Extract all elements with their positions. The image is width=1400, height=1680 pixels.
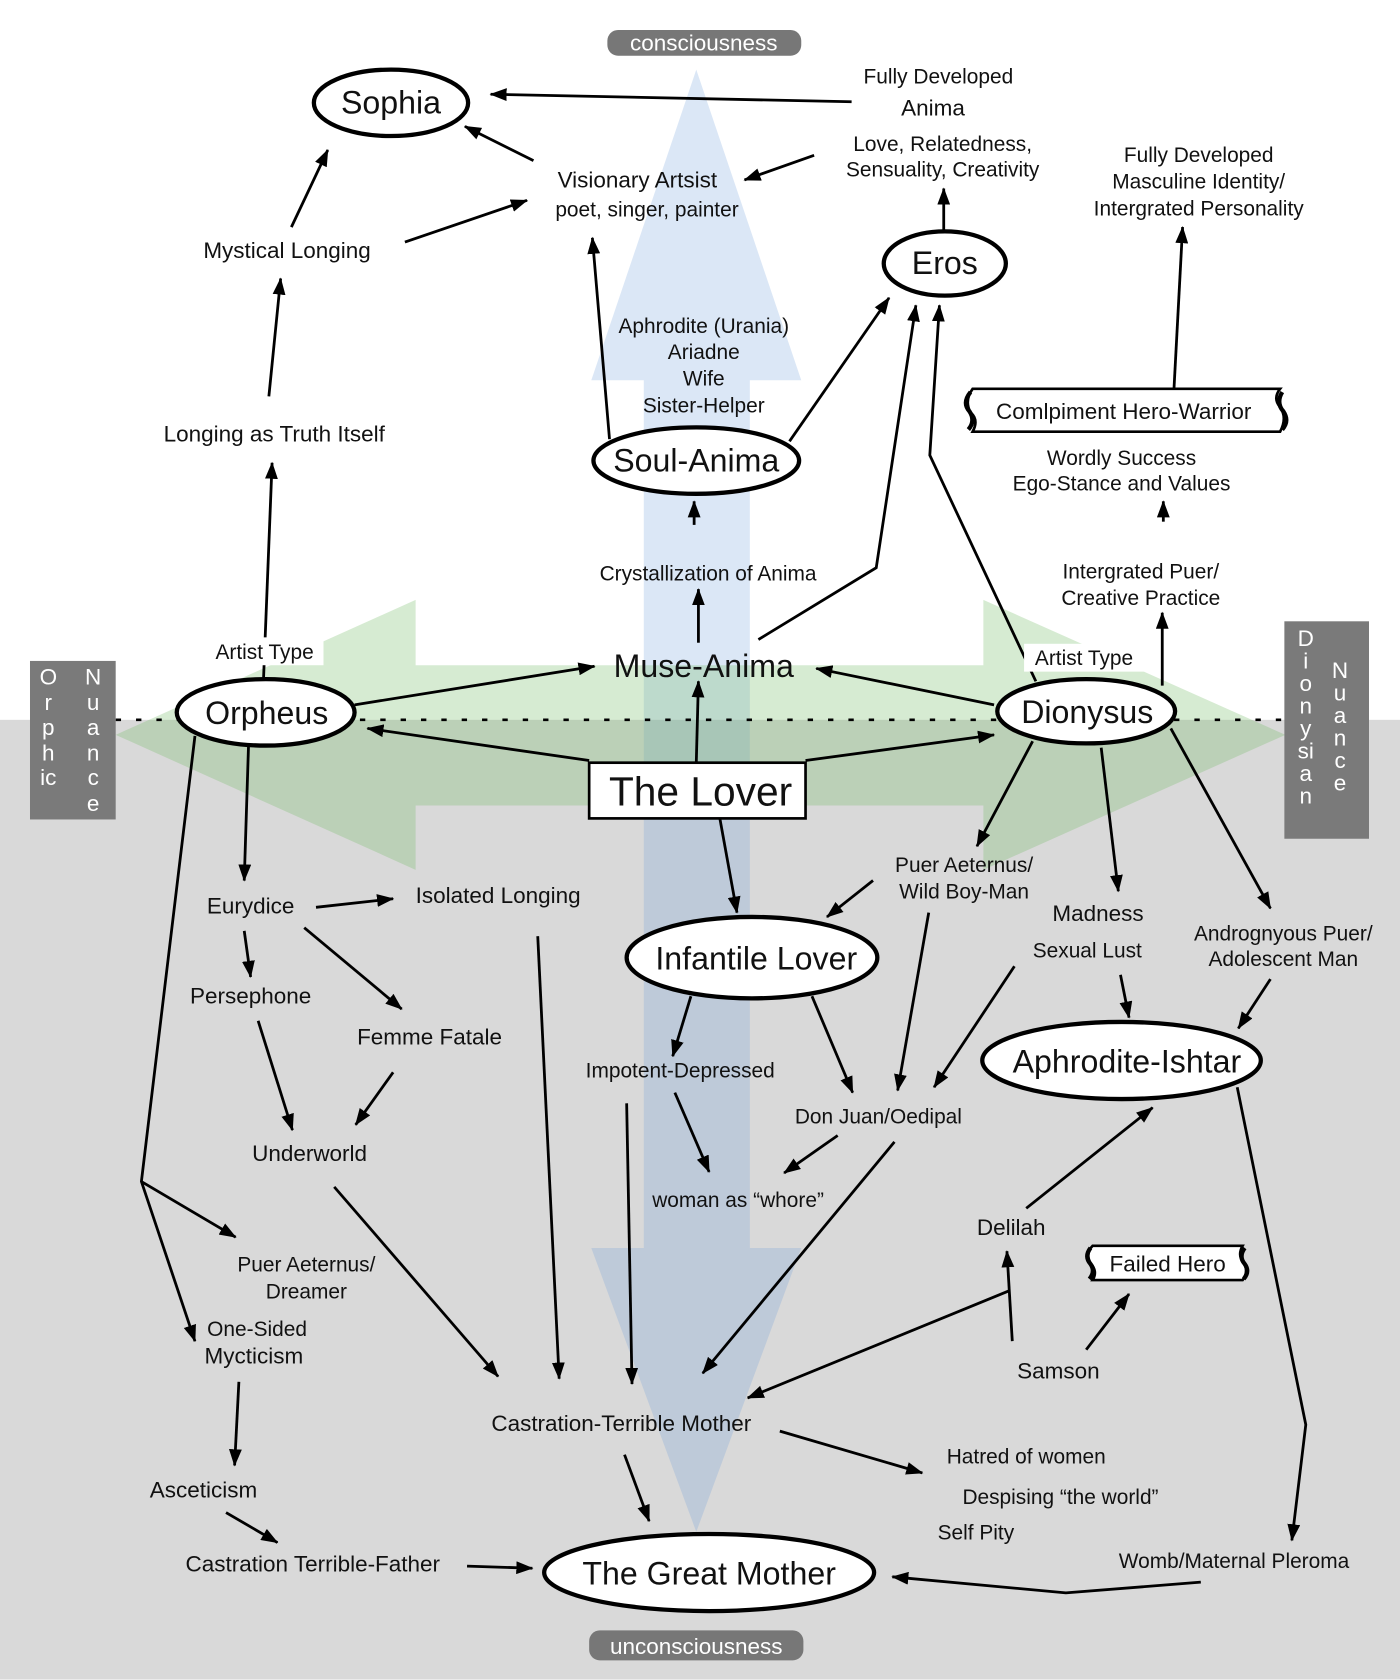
- label-womb-maternal-pleroma: Womb/Maternal Pleroma: [1119, 1550, 1350, 1573]
- node-aphrodite-ishtar: Aphrodite-Ishtar: [980, 1019, 1263, 1102]
- svg-text:Soul-Anima: Soul-Anima: [613, 442, 779, 478]
- unconscious-background: [0, 719, 1400, 1680]
- node-dionysus: Dionysus: [995, 676, 1178, 746]
- svg-text:Infantile Lover: Infantile Lover: [655, 940, 857, 976]
- label-sexual-lust: Sexual Lust: [1033, 940, 1142, 963]
- label-fully-developed-masculine: Fully Developed: [1124, 144, 1274, 167]
- node-great-mother: The Great Mother: [542, 1531, 877, 1614]
- label-sensuality: Sensuality, Creativity: [846, 159, 1040, 182]
- label-worldly-success: Wordly Success: [1047, 447, 1196, 470]
- label-crystallization-of-anima: Crystallization of Anima: [600, 563, 817, 586]
- label-visionary-artist: Visionary Artsist: [558, 167, 718, 192]
- label-delilah: Delilah: [977, 1215, 1046, 1240]
- label-madness: Madness: [1052, 901, 1143, 926]
- label-self-pity: Self Pity: [938, 1521, 1015, 1544]
- label-samson: Samson: [1017, 1359, 1099, 1384]
- node-sophia: Sophia: [311, 67, 471, 139]
- label-woman-as-whore: woman as “whore”: [651, 1189, 824, 1212]
- node-the-lover: The Lover: [587, 761, 807, 820]
- nuance-label-right: Nuance: [1331, 658, 1349, 796]
- consciousness-pill: [607, 29, 802, 56]
- label-impotent-depressed: Impotent-Depressed: [586, 1060, 775, 1083]
- label-longing-as-truth: Longing as Truth Itself: [164, 421, 386, 446]
- svg-text:Aphrodite-Ishtar: Aphrodite-Ishtar: [1013, 1043, 1242, 1079]
- label-puer-aeternus-wild: Puer Aeternus/: [895, 854, 1033, 877]
- orphic-nuance-box: Orphic Nuance: [29, 660, 116, 820]
- label-hatred-of-women: Hatred of women: [947, 1445, 1106, 1468]
- label-androgynous-puer: Andrognyous Puer/: [1194, 923, 1373, 946]
- label-isolated-longing: Isolated Longing: [416, 883, 581, 908]
- label-castration-terrible-father: Castration Terrible-Father: [186, 1551, 441, 1576]
- label-puer-aeternus-dreamer: Puer Aeternus/: [237, 1254, 375, 1277]
- svg-text:The Lover: The Lover: [609, 769, 792, 815]
- svg-text:Sophia: Sophia: [341, 85, 441, 121]
- label-don-juan-oedipal: Don Juan/Oedipal: [795, 1106, 962, 1129]
- node-infantile-lover: Infantile Lover: [624, 914, 880, 1001]
- svg-text:Eros: Eros: [912, 245, 978, 281]
- label-integrated-personality: Intergrated Personality: [1094, 197, 1305, 220]
- label-one-sided: One-Sided: [207, 1318, 307, 1341]
- label-mycticism: Mycticism: [205, 1344, 304, 1369]
- label-mystical-longing: Mystical Longing: [203, 238, 370, 263]
- unconsciousness-pill: [589, 1630, 804, 1661]
- dionysian-nuance-box: Dionysian Nuance: [1284, 621, 1369, 839]
- label-despising-the-world: Despising “the world”: [962, 1486, 1158, 1509]
- label-eurydice: Eurydice: [207, 894, 294, 919]
- label-creative-practice: Creative Practice: [1061, 587, 1220, 610]
- label-anima: Anima: [901, 96, 965, 121]
- label-underworld: Underworld: [252, 1141, 367, 1166]
- label-poet-singer-painter: poet, singer, painter: [555, 198, 738, 221]
- node-failed-hero: Failed Hero: [1085, 1244, 1250, 1282]
- consciousness-label: consciousness: [630, 30, 777, 55]
- label-ego-stance: Ego-Stance and Values: [1013, 473, 1231, 496]
- label-persephone: Persephone: [190, 984, 311, 1009]
- label-castration-terrible-mother: Castration-Terrible Mother: [491, 1411, 751, 1436]
- label-fully-developed-anima: Fully Developed: [864, 66, 1014, 89]
- label-femme-fatale: Femme Fatale: [357, 1024, 502, 1049]
- label-wife: Wife: [683, 368, 725, 391]
- node-muse-anima: Muse-Anima: [614, 648, 794, 684]
- label-adolescent-man: Adolescent Man: [1208, 948, 1358, 971]
- label-integrated-puer: Intergrated Puer/: [1062, 560, 1219, 583]
- svg-text:The Great Mother: The Great Mother: [582, 1555, 836, 1591]
- label-masculine-identity: Masculine Identity/: [1112, 171, 1285, 194]
- label-wild-boy-man: Wild Boy-Man: [899, 881, 1029, 904]
- label-sister-helper: Sister-Helper: [643, 394, 765, 417]
- node-hero-warrior: Comlpiment Hero-Warrior: [963, 387, 1289, 434]
- label-artist-type-orphic: Artist Type: [215, 641, 313, 664]
- label-love: Love, Relatedness,: [853, 133, 1032, 156]
- svg-text:Dionysus: Dionysus: [1021, 694, 1153, 730]
- label-dreamer: Dreamer: [266, 1280, 347, 1303]
- node-eros: Eros: [881, 229, 1008, 298]
- dionysian-label: Dionysian: [1297, 626, 1314, 809]
- label-artist-type-dionysian: Artist Type: [1035, 647, 1133, 670]
- orphic-label: Orphic: [39, 665, 58, 791]
- nuance-axis-arrow: [115, 599, 1286, 870]
- svg-text:Failed Hero: Failed Hero: [1109, 1252, 1225, 1277]
- label-asceticism: Asceticism: [150, 1478, 257, 1503]
- svg-text:Orpheus: Orpheus: [205, 695, 328, 731]
- svg-text:Comlpiment Hero-Warrior: Comlpiment Hero-Warrior: [996, 399, 1252, 424]
- unconsciousness-label: unconsciousness: [610, 1634, 783, 1659]
- node-soul-anima: Soul-Anima: [591, 425, 802, 496]
- label-aphrodite-urania: Aphrodite (Urania): [618, 315, 789, 338]
- node-orpheus: Orpheus: [174, 676, 357, 748]
- label-ariadne: Ariadne: [668, 341, 740, 364]
- nuance-label-left: Nuance: [85, 665, 102, 816]
- arrows: [139, 88, 1308, 1595]
